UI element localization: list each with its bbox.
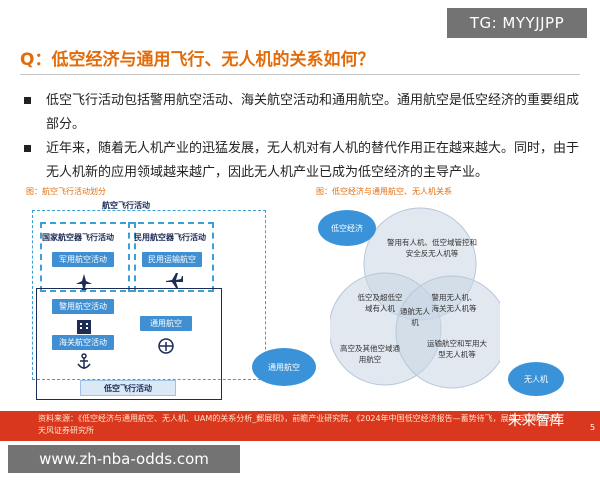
civil-aircraft-title: 民用航空器飞行活动 [134, 233, 206, 242]
overlap-low-general-text: 警用有人机、低空域管控和安全反无人机等 [387, 238, 477, 258]
venn-diagram [330, 207, 500, 389]
general-aviation-cloud: 通用航空 [252, 348, 316, 386]
low-altitude-box [36, 288, 222, 400]
fighter-jet-icon [76, 274, 92, 290]
civil-aircraft-box [128, 222, 214, 292]
bullet-item: 低空飞行活动包括警用航空活动、海关航空活动和通用航空。通用航空是低空经济的重要组… [24, 89, 584, 137]
state-aircraft-title: 国家航空器飞行活动 [42, 233, 114, 242]
source-note: 资料来源：《低空经济与通用航空、无人机、UAM的关系分析_郵展阳》，前瞻产业研究… [38, 414, 569, 435]
high-altitude-general-text: 高空及其他空域通用航空 [340, 344, 400, 364]
civil-transport-label: 民用运输航空 [142, 252, 202, 267]
bullet-text: 低空飞行活动包括警用航空活动、海关航空活动和通用航空。通用航空是低空经济的重要组… [46, 93, 580, 132]
figure-caption-left: 图：航空飞行活动划分 [26, 187, 106, 196]
police-building-icon [77, 320, 91, 334]
figure-caption-right: 图：低空经济与通用航空、无人机关系 [316, 187, 452, 196]
bullet-square-icon [24, 145, 31, 152]
low-altitude-manned-text: 低空及超低空域有人机 [357, 293, 403, 313]
anchor-icon [77, 353, 91, 369]
low-altitude-activity-label: 低空飞行活动 [80, 380, 176, 396]
general-uav-text: 通航无人机 [400, 307, 430, 327]
page-title: Q：低空经济与通用飞行、无人机的关系如何？ [20, 50, 375, 70]
bullet-square-icon [24, 97, 31, 104]
bullet-item: 近年来，随着无人机产业的迅猛发展，无人机对有人机的替代作用正在越来越大。同时，由… [24, 137, 584, 185]
title-divider [20, 74, 580, 75]
airliner-icon [166, 273, 183, 288]
uav-cloud: 无人机 [508, 362, 564, 396]
watermark-badge: TG: MYYJJPP [447, 8, 587, 38]
police-aviation-label: 警用航空活动 [52, 299, 114, 314]
transport-military-uav-text: 运输航空和军用大型无人机等 [427, 339, 487, 359]
aviation-activity-label: 航空飞行活动 [102, 201, 150, 210]
footer-bar [0, 411, 600, 441]
light-aircraft-icon [158, 338, 174, 354]
military-aviation-label: 军用航空活动 [52, 252, 114, 267]
low-economy-cloud: 低空经济 [318, 210, 376, 246]
bullet-text: 近年来，随着无人机产业的迅猛发展，无人机对有人机的替代作用正在越来越大。同时，由… [46, 141, 580, 180]
url-watermark: www.zh-nba-odds.com [8, 445, 240, 473]
customs-aviation-label: 海关航空活动 [52, 335, 114, 350]
page-number: 5 [590, 423, 596, 432]
general-aviation-label: 通用航空 [140, 316, 192, 331]
aviation-activity-frame [32, 210, 266, 380]
brand-watermark: 未来智库 [508, 413, 564, 429]
police-uav-text: 警用无人机、海关无人机等 [431, 293, 477, 313]
state-aircraft-box [40, 222, 136, 292]
venn-circle-uav [395, 275, 500, 389]
